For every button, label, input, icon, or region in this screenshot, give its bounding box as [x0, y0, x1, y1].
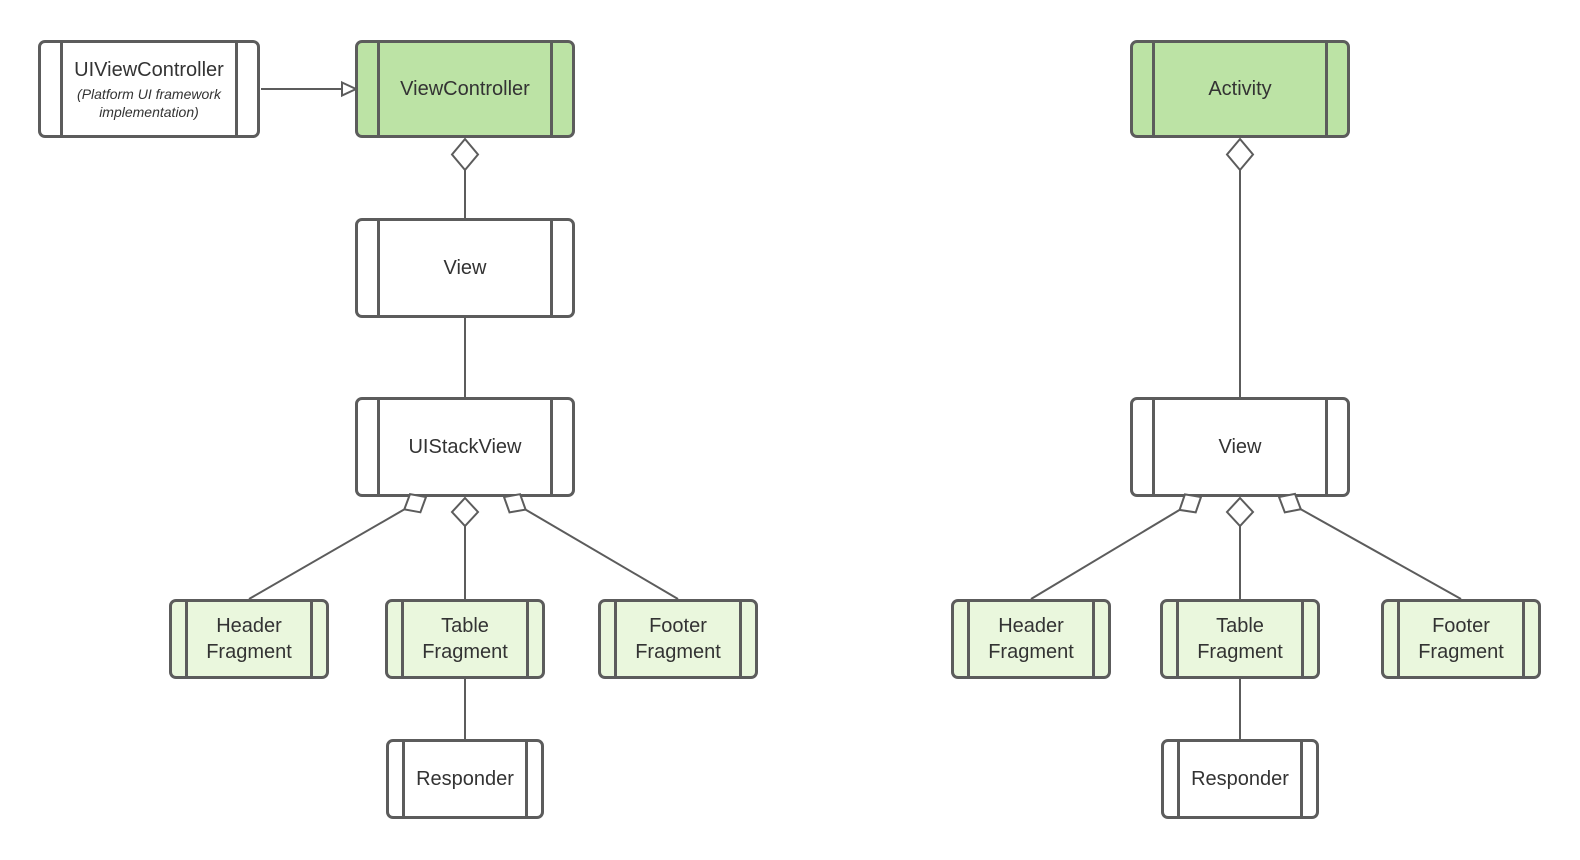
node-view-right[interactable]: View: [1130, 397, 1350, 497]
node-uistackview[interactable]: UIStackView: [355, 397, 575, 497]
node-table-fragment-right[interactable]: Table Fragment: [1160, 599, 1320, 679]
node-header-fragment-right[interactable]: Header Fragment: [951, 599, 1111, 679]
node-side-bar: [550, 221, 553, 315]
node-label: Footer Fragment: [1418, 615, 1504, 663]
node-side-bar: [1300, 742, 1303, 816]
edge-uistackview-table-fragment[interactable]: [450, 496, 480, 599]
edge-line: [1300, 508, 1462, 600]
node-side-bar: [377, 400, 380, 494]
node-table-fragment-left[interactable]: Table Fragment: [385, 599, 545, 679]
node-side-bar: [1301, 602, 1304, 676]
realization-arrowhead-icon: [341, 80, 359, 98]
edge-line: [1030, 509, 1181, 600]
edge-viewcontroller-view[interactable]: [450, 137, 480, 218]
node-footer-fragment-left[interactable]: Footer Fragment: [598, 599, 758, 679]
node-footer-fragment-right[interactable]: Footer Fragment: [1381, 599, 1541, 679]
node-side-bar: [185, 602, 188, 676]
aggregation-diamond-icon: [1225, 496, 1255, 528]
edge-line: [525, 508, 679, 600]
node-side-bar: [1397, 602, 1400, 676]
node-side-bar: [377, 221, 380, 315]
edge-view-footer-fragment[interactable]: [1277, 492, 1462, 600]
node-label: ViewController: [400, 78, 530, 100]
aggregation-diamond-icon: [450, 496, 480, 528]
aggregation-diamond-icon: [1225, 137, 1255, 172]
node-side-bar: [402, 742, 405, 816]
node-uiviewcontroller[interactable]: UIViewController (Platform UI framework …: [38, 40, 260, 138]
node-side-bar: [1152, 400, 1155, 494]
node-side-bar: [526, 602, 529, 676]
node-label: View: [443, 257, 487, 279]
node-side-bar: [401, 602, 404, 676]
node-responder-left[interactable]: Responder: [386, 739, 544, 819]
node-label: Header Fragment: [206, 615, 292, 663]
node-label: Header Fragment: [988, 615, 1074, 663]
node-side-bar: [739, 602, 742, 676]
edge-uiviewcontroller-viewcontroller[interactable]: [261, 80, 359, 98]
node-side-bar: [967, 602, 970, 676]
node-label: Responder: [1191, 768, 1289, 790]
edge-uistackview-footer-fragment[interactable]: [502, 493, 679, 600]
edge-view-header-fragment[interactable]: [1030, 493, 1203, 600]
node-header-fragment-left[interactable]: Header Fragment: [169, 599, 329, 679]
node-side-bar: [614, 602, 617, 676]
node-label: Responder: [416, 768, 514, 790]
node-side-bar: [1177, 742, 1180, 816]
node-label: Table Fragment: [1197, 615, 1283, 663]
node-side-bar: [1522, 602, 1525, 676]
node-label: UIStackView: [408, 436, 522, 458]
node-label: UIViewController: [74, 58, 224, 81]
edge-line: [248, 508, 405, 600]
node-label: Table Fragment: [422, 615, 508, 663]
node-view-left[interactable]: View: [355, 218, 575, 318]
node-activity[interactable]: Activity: [1130, 40, 1350, 138]
node-note: (Platform UI framework implementation): [77, 85, 221, 120]
node-side-bar: [235, 43, 238, 135]
aggregation-diamond-icon: [1178, 493, 1203, 514]
node-side-bar: [310, 602, 313, 676]
edge-uistackview-header-fragment[interactable]: [248, 492, 428, 600]
edge-view-table-fragment[interactable]: [1225, 496, 1255, 599]
node-side-bar: [1325, 43, 1328, 135]
node-responder-right[interactable]: Responder: [1161, 739, 1319, 819]
node-side-bar: [525, 742, 528, 816]
node-label: Activity: [1208, 78, 1272, 100]
node-side-bar: [377, 43, 380, 135]
node-side-bar: [550, 43, 553, 135]
node-viewcontroller[interactable]: ViewController: [355, 40, 575, 138]
node-side-bar: [1176, 602, 1179, 676]
node-label: View: [1218, 436, 1262, 458]
node-label: Footer Fragment: [635, 615, 721, 663]
node-side-bar: [60, 43, 63, 135]
node-side-bar: [550, 400, 553, 494]
node-side-bar: [1325, 400, 1328, 494]
edge-activity-view[interactable]: [1225, 137, 1255, 397]
aggregation-diamond-icon: [450, 137, 480, 172]
node-side-bar: [1092, 602, 1095, 676]
node-side-bar: [1152, 43, 1155, 135]
